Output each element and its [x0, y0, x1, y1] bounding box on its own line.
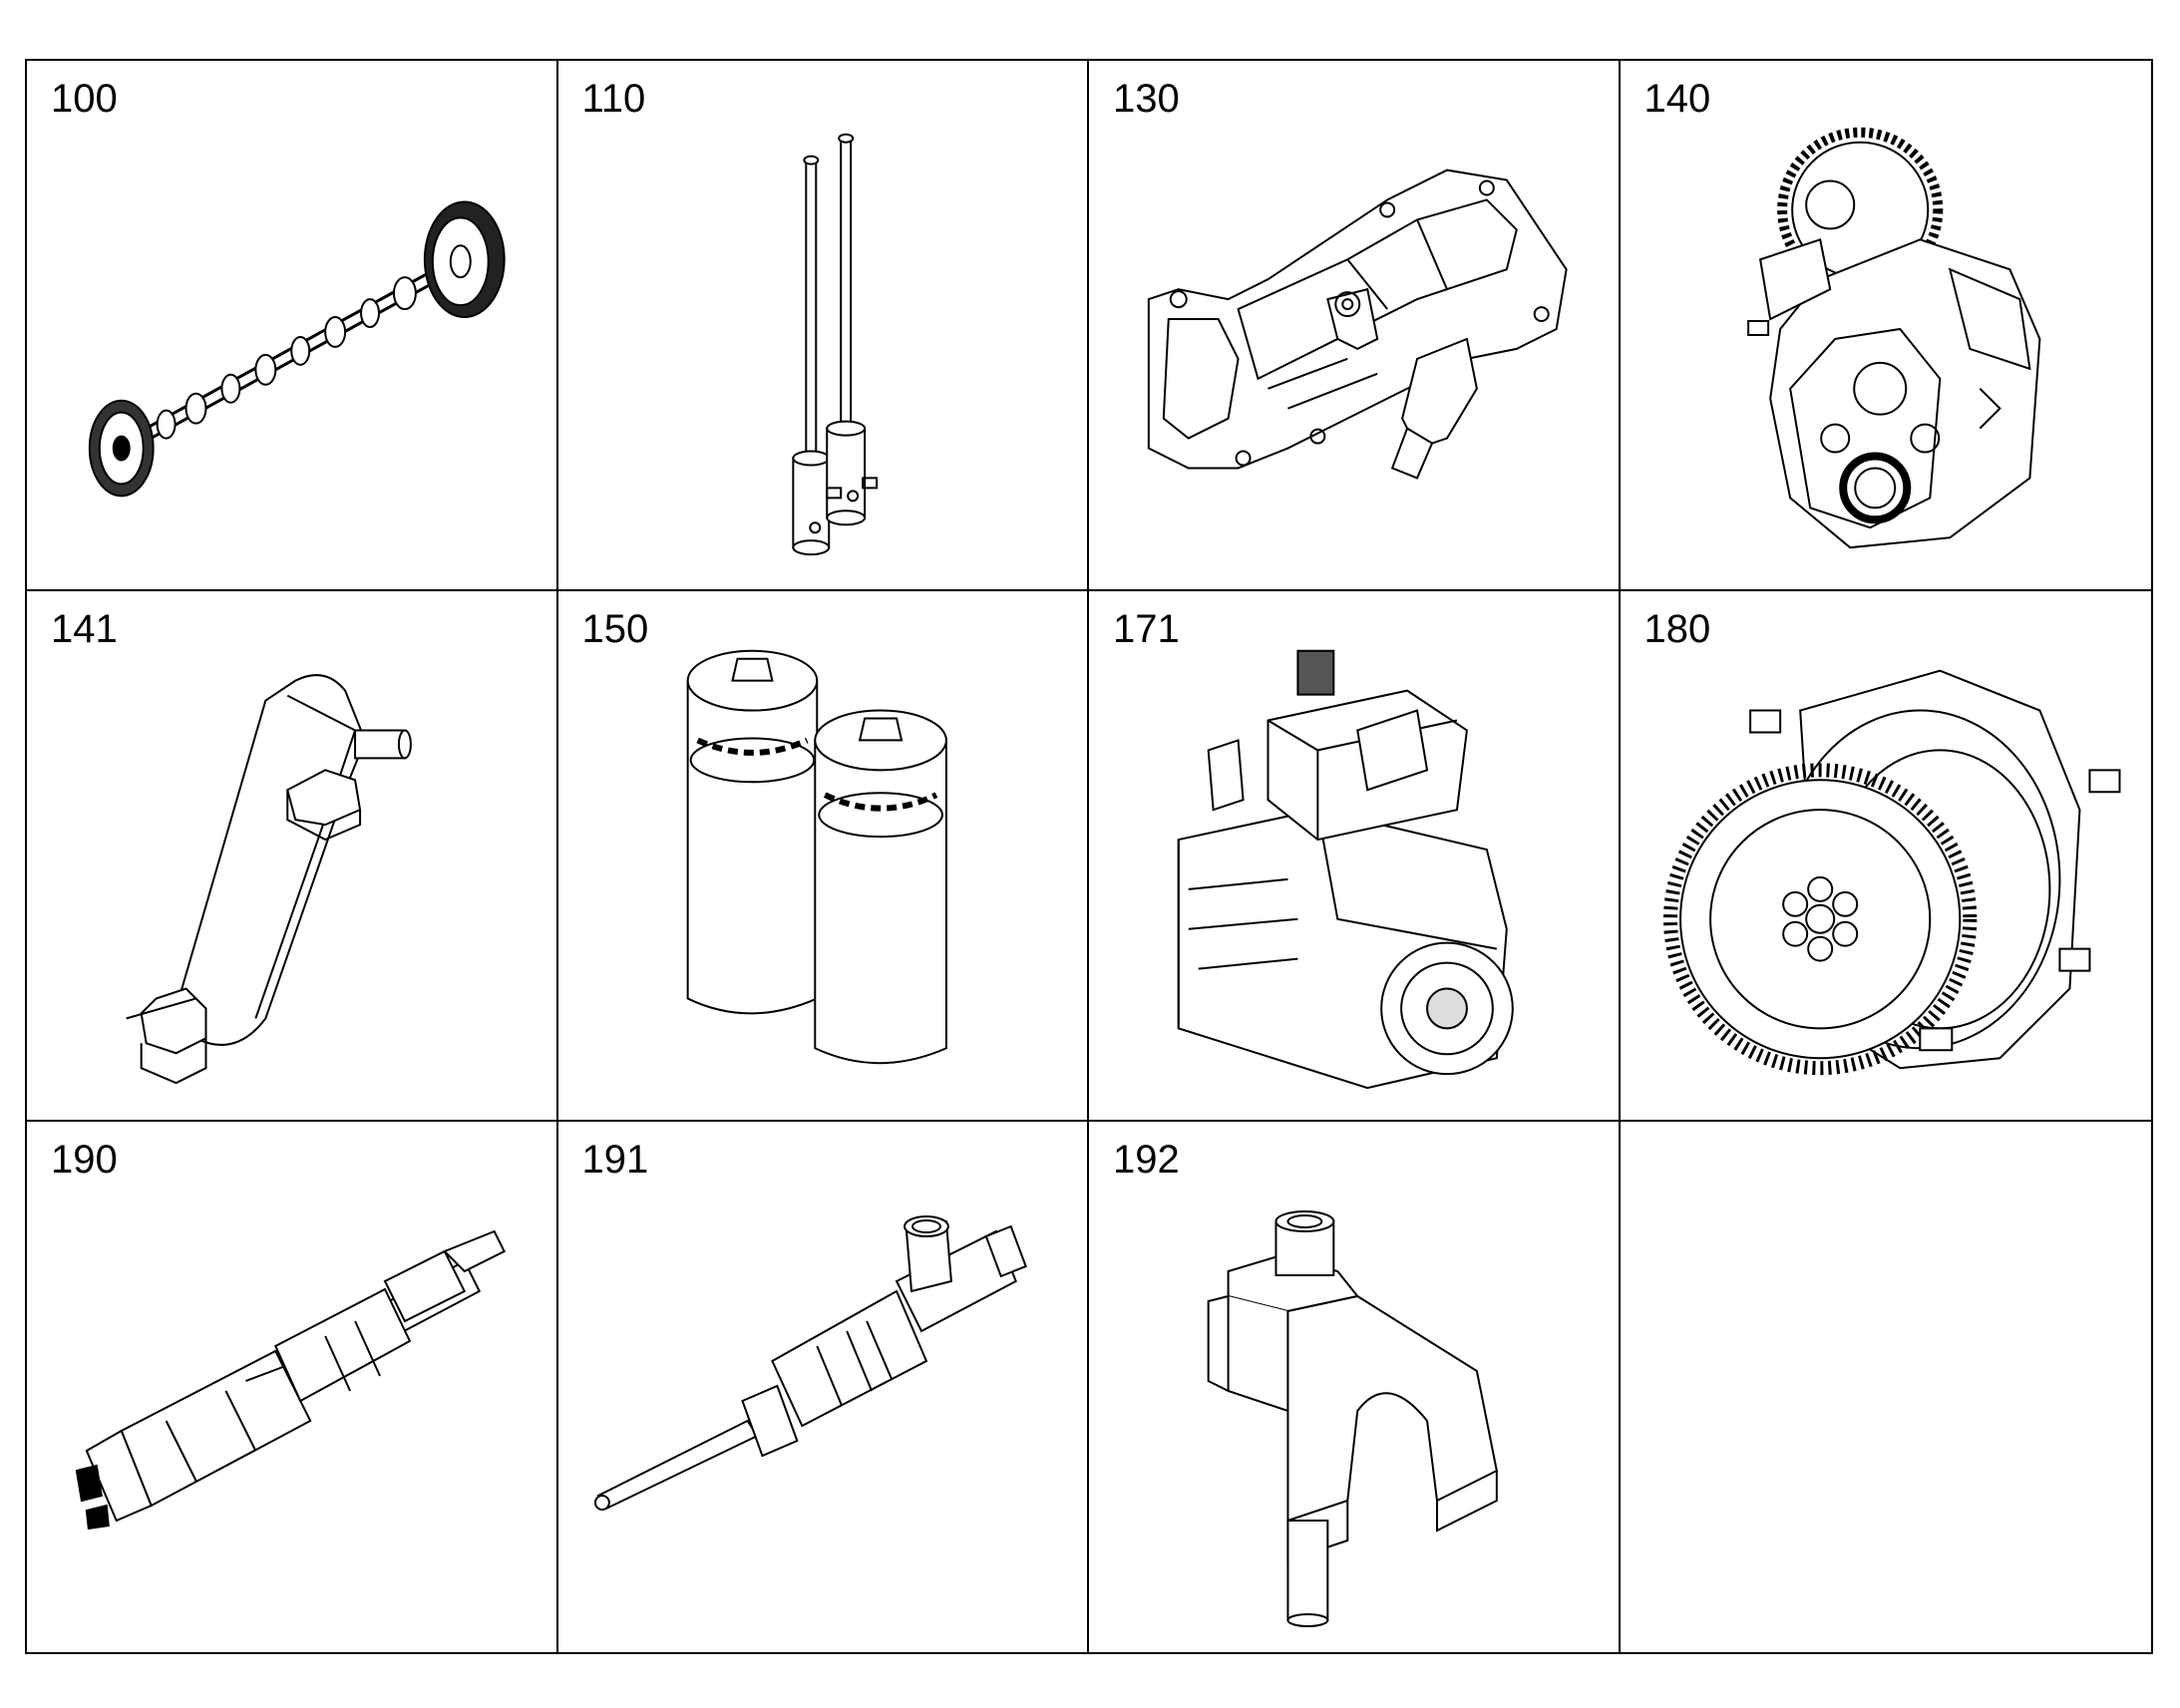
gear-housing-icon: [1621, 61, 2152, 589]
part-number: 180: [1643, 607, 1711, 651]
part-cell[interactable]: 180: [1620, 591, 2152, 1122]
gear-pump-icon: [1621, 591, 2152, 1120]
part-cell[interactable]: 140: [1620, 61, 2152, 591]
part-cell[interactable]: 110: [557, 61, 1089, 591]
camshaft-icon: [27, 61, 556, 589]
fuel-pump-icon: [1089, 591, 1619, 1120]
part-cell[interactable]: 190: [27, 1122, 558, 1652]
clamp-fork-icon: [1089, 1122, 1619, 1652]
part-number: 110: [581, 77, 646, 121]
part-number: 130: [1113, 77, 1180, 121]
part-cell[interactable]: 191: [558, 1122, 1089, 1652]
oil-filter-icon: [558, 591, 1088, 1120]
part-cell[interactable]: 150: [557, 591, 1089, 1122]
part-cell[interactable]: 100: [27, 61, 558, 591]
part-number: 150: [581, 607, 649, 651]
part-number: 140: [1643, 77, 1711, 121]
parts-grid: 100 110: [25, 59, 2153, 1654]
injector-icon: [27, 1122, 556, 1652]
part-cell[interactable]: 192: [1089, 1122, 1621, 1652]
pushrod-icon: [558, 61, 1088, 589]
part-number: 191: [581, 1138, 649, 1182]
part-number: 171: [1113, 607, 1180, 651]
part-number: 141: [51, 607, 118, 651]
nozzle-icon: [558, 1122, 1088, 1652]
part-cell[interactable]: 130: [1089, 61, 1621, 591]
empty-cell: [1621, 1122, 2152, 1652]
bracket-icon: [27, 591, 556, 1120]
part-number: 192: [1113, 1138, 1180, 1182]
part-cell[interactable]: 141: [27, 591, 558, 1122]
valve-housing-icon: [1089, 61, 1619, 589]
part-number: 190: [51, 1138, 118, 1182]
part-cell[interactable]: 171: [1089, 591, 1621, 1122]
part-number: 100: [51, 77, 118, 121]
